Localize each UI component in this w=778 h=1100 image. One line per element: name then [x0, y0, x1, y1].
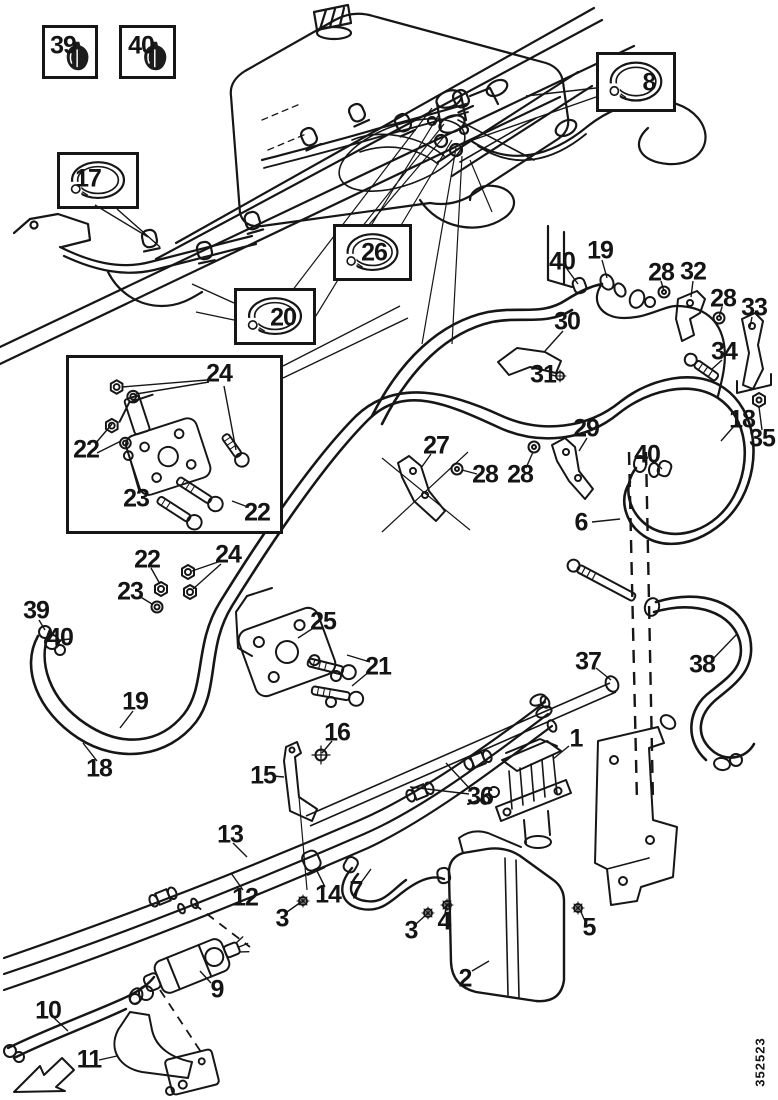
callout-19: 19	[587, 236, 614, 265]
callout-38: 38	[689, 650, 716, 679]
callout-5: 5	[582, 913, 597, 942]
callout-2: 2	[458, 964, 473, 993]
callout-9: 9	[210, 975, 225, 1004]
callout-17: 17	[75, 164, 102, 193]
callout-32: 32	[680, 257, 707, 286]
drawing-number: 352523	[752, 1037, 768, 1087]
callout-19: 19	[122, 687, 149, 716]
callout-23: 23	[117, 577, 144, 606]
callout-28: 28	[507, 460, 534, 489]
callout-25: 25	[310, 607, 337, 636]
callout-22: 22	[73, 435, 100, 464]
callout-12: 12	[232, 883, 259, 912]
callout-11: 11	[76, 1045, 102, 1074]
callout-40: 40	[634, 440, 661, 469]
callout-36: 36	[467, 782, 494, 811]
callout-22: 22	[244, 498, 271, 527]
callout-21: 21	[365, 652, 392, 681]
callout-6: 6	[574, 508, 589, 537]
callout-15: 15	[250, 761, 277, 790]
callout-24: 24	[206, 359, 233, 388]
callout-14: 14	[315, 880, 342, 909]
callout-3: 3	[275, 904, 290, 933]
callout-28: 28	[710, 284, 737, 313]
callout-26: 26	[361, 238, 388, 267]
callout-40: 40	[549, 247, 576, 276]
callout-31: 31	[530, 360, 557, 389]
callout-8: 8	[642, 68, 657, 97]
callout-30: 30	[554, 307, 581, 336]
callout-1: 1	[569, 724, 584, 753]
callout-20: 20	[270, 303, 297, 332]
callout-28: 28	[472, 460, 499, 489]
callout-22: 22	[134, 545, 161, 574]
callout-27: 27	[423, 431, 450, 460]
callout-35: 35	[749, 424, 776, 453]
callout-29: 29	[573, 414, 600, 443]
callout-13: 13	[217, 820, 244, 849]
callout-34: 34	[711, 337, 738, 366]
callout-39: 39	[50, 31, 77, 60]
callout-28: 28	[648, 258, 675, 287]
callout-16: 16	[324, 718, 351, 747]
callout-18: 18	[86, 754, 113, 783]
callout-40: 40	[47, 623, 74, 652]
callout-4: 4	[437, 907, 452, 936]
callout-23: 23	[123, 484, 150, 513]
callout-3: 3	[404, 916, 419, 945]
callout-40: 40	[128, 31, 155, 60]
callout-33: 33	[741, 293, 768, 322]
callout-10: 10	[35, 996, 62, 1025]
callout-37: 37	[575, 647, 602, 676]
callout-7: 7	[349, 876, 364, 905]
callout-39: 39	[23, 596, 50, 625]
callout-24: 24	[215, 540, 242, 569]
